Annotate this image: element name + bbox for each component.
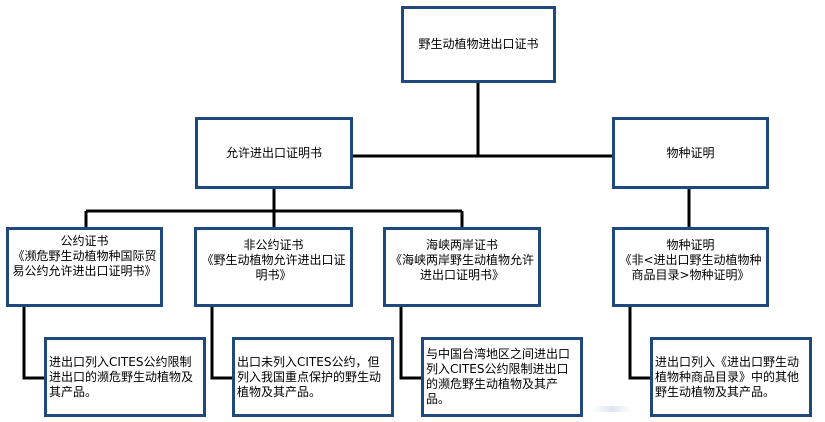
strait-description-node: 与中国台湾地区之间进出口列入CITES公约限制进出口的濒危野生动植物及其产品。	[421, 337, 583, 417]
strait-certificate-subtitle: 《海峡两岸野生动植物允许进出口证明书》	[390, 253, 535, 282]
allow-certificate-node: 允许进出口证明书	[195, 117, 353, 189]
species-description-node: 进出口列入《进出口野生动植物种商品目录》中的其他野生动植物及其产品。	[650, 337, 812, 417]
species-cert-detail-title: 物种证明	[666, 238, 715, 252]
strait-certificate-node: 海峡两岸证书 《海峡两岸野生动植物允许进出口证明书》	[383, 227, 541, 307]
species-cert-detail-node: 物种证明 《非<进出口野生动植物种商品目录>物种证明》	[612, 227, 769, 307]
watermark-smudge	[592, 406, 632, 412]
convention-certificate-title: 公约证书	[60, 234, 109, 248]
convention-description: 进出口列入CITES公约限制进出口的濒危野生动植物及其产品。	[49, 354, 194, 399]
species-description: 进出口列入《进出口野生动植物种商品目录》中的其他野生动植物及其产品。	[655, 354, 800, 399]
convention-certificate-node: 公约证书 《濒危野生动植物种国际贸易公约允许进出口证明书》	[6, 227, 163, 307]
strait-certificate-title: 海峡两岸证书	[425, 238, 498, 252]
non-convention-description-node: 出口未列入CITES公约，但列入我国重点保护的野生动植物及其产品。	[232, 337, 394, 417]
convention-description-node: 进出口列入CITES公约限制进出口的濒危野生动植物及其产品。	[44, 337, 206, 417]
non-convention-description: 出口未列入CITES公约，但列入我国重点保护的野生动植物及其产品。	[237, 354, 382, 399]
allow-certificate-label: 允许进出口证明书	[225, 145, 322, 160]
species-cert-detail-subtitle: 《非<进出口野生动植物种商品目录>物种证明》	[619, 253, 762, 282]
species-certificate-label: 物种证明	[666, 145, 715, 160]
root-node: 野生动植物进出口证书	[401, 6, 556, 83]
convention-certificate-subtitle: 《濒危野生动植物种国际贸易公约允许进出口证明书》	[12, 249, 157, 278]
non-convention-certificate-node: 非公约证书 《野生动植物允许进出口证明书》	[194, 227, 353, 307]
root-label: 野生动植物进出口证书	[418, 37, 539, 51]
non-convention-certificate-title: 非公约证书	[243, 238, 304, 252]
non-convention-certificate-subtitle: 《野生动植物允许进出口证明书》	[201, 253, 346, 282]
strait-description: 与中国台湾地区之间进出口列入CITES公约限制进出口的濒危野生动植物及其产品。	[426, 347, 571, 406]
species-certificate-node: 物种证明	[612, 117, 769, 189]
